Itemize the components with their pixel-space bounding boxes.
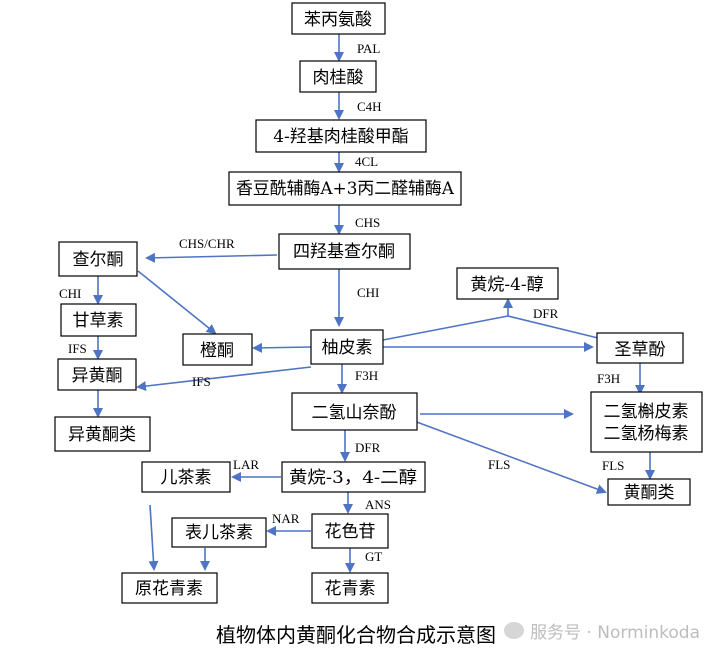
- watermark-text: 服务号 · Norminkoda: [530, 623, 700, 643]
- node-labels: 苯丙氨酸 肉桂酸 4-羟基肉桂酸甲酯 香豆酰辅酶A+3丙二醛辅酶A 四羟基查尔酮…: [68, 10, 689, 599]
- enzyme-c4h: C4H: [357, 99, 382, 114]
- arrows: [93, 34, 655, 573]
- node-box-epicatechin: [171, 517, 267, 548]
- node-box-flavan4ol: [456, 267, 559, 300]
- node-box-proanthocyanidin: [121, 572, 218, 604]
- node-box-chalcone: [58, 241, 138, 277]
- enzyme-dfr-mid: DFR: [355, 440, 381, 455]
- wechat-logo-icon: [504, 622, 525, 639]
- node-box-isoflavonoids: [54, 416, 151, 452]
- node-box-dihydroquercetin: [590, 391, 703, 453]
- enzyme-chi-left: CHI: [59, 286, 81, 301]
- watermark: 服务号 · Norminkoda: [504, 618, 700, 643]
- arrow-tet-chal: [145, 252, 278, 263]
- arrow-nar-branch: [382, 315, 509, 341]
- node-dihydrokaempferol: 二氢山奈酚: [312, 403, 397, 423]
- node-phenylalanine: 苯丙氨酸: [304, 10, 372, 30]
- node-proanthocyanidin: 原花青素: [135, 579, 203, 599]
- node-anthocyanidin: 花色苷: [325, 522, 376, 542]
- arrow-nar-aur: [252, 342, 312, 353]
- node-box-flavonols: [607, 478, 691, 506]
- arrow-cat-pro: [148, 504, 159, 571]
- node-dihydromyricetin: 二氢杨梅素: [604, 424, 689, 444]
- enzyme-gt: GT: [365, 549, 382, 564]
- node-box-isoflavone: [57, 358, 137, 391]
- node-box-anthocyanin: [311, 572, 389, 604]
- enzyme-pal: PAL: [357, 41, 380, 56]
- node-box-tetrahydroxychalcone: [278, 233, 411, 270]
- node-anthocyanin: 花青素: [325, 579, 376, 599]
- enzyme-chi-main: CHI: [357, 285, 379, 300]
- node-hydroxycinnamoyl: 4-羟基肉桂酸甲酯: [273, 127, 409, 147]
- node-liquiritigenin: 甘草素: [73, 311, 124, 331]
- node-naringenin: 柚皮素: [322, 338, 373, 358]
- arrow-dhk-flav: [413, 420, 607, 494]
- node-box-leucoanthocyanidin: [281, 461, 426, 493]
- node-box-phenylalanine: [291, 2, 386, 35]
- enzyme-4cl: 4CL: [355, 154, 378, 169]
- enzyme-chs: CHS: [355, 215, 380, 230]
- node-box-catechin: [141, 461, 231, 493]
- enzyme-fls-right: FLS: [602, 458, 624, 473]
- node-box-dihydrokaempferol: [291, 392, 418, 431]
- node-chalcone: 查尔酮: [73, 250, 124, 270]
- enzyme-labels: PAL C4H 4CL CHS CHS/CHR CHI CHI IFS IFS …: [59, 41, 624, 564]
- node-isoflavonoids: 异黄酮类: [68, 425, 136, 445]
- node-box-cinnamic-acid: [299, 60, 377, 93]
- enzyme-ans: ANS: [365, 497, 391, 512]
- node-tetrahydroxychalcone: 四羟基查尔酮: [293, 242, 395, 262]
- arrow-nar-iso: [136, 366, 312, 392]
- enzyme-lar: LAR: [233, 457, 259, 472]
- node-eriodictyol: 圣草酚: [615, 340, 666, 360]
- arrow-branch-eri: [507, 315, 599, 339]
- enzyme-ifs-left: IFS: [68, 341, 87, 356]
- enzyme-chs-chr: CHS/CHR: [179, 236, 235, 251]
- node-box-anthocyanidin: [311, 513, 389, 549]
- node-boxes: [54, 2, 703, 604]
- node-dihydroquercetin: 二氢槲皮素: [604, 402, 689, 422]
- node-box-coumaroyl-coa: [228, 171, 462, 206]
- node-epicatechin: 表儿茶素: [185, 523, 253, 543]
- node-box-liquiritigenin: [60, 303, 137, 337]
- node-leucoanthocyanidin: 黄烷-3，4-二醇: [289, 468, 417, 488]
- diagram-caption: 植物体内黄酮化合物合成示意图: [216, 623, 496, 647]
- node-box-hydroxycinnamoyl: [255, 119, 427, 153]
- node-aurone: 橙酮: [200, 341, 234, 361]
- node-coumaroyl-coa: 香豆酰辅酶A+3丙二醛辅酶A: [236, 179, 455, 199]
- enzyme-f3h-mid: F3H: [355, 368, 378, 383]
- node-box-aurone: [182, 333, 253, 366]
- node-box-eriodictyol: [596, 332, 684, 364]
- node-cinnamic-acid: 肉桂酸: [313, 68, 364, 88]
- enzyme-ifs-mid: IFS: [192, 374, 211, 389]
- node-catechin: 儿茶素: [161, 468, 212, 488]
- node-isoflavone: 异黄酮: [72, 366, 123, 386]
- node-flavan4ol: 黄烷-4-醇: [470, 275, 543, 295]
- enzyme-f3h-right: F3H: [597, 371, 620, 386]
- enzyme-nar: NAR: [272, 511, 300, 526]
- enzyme-fls-mid: FLS: [488, 457, 510, 472]
- arrow-chal-aur: [137, 270, 217, 335]
- enzyme-dfr-top: DFR: [533, 306, 559, 321]
- node-flavonols: 黄酮类: [624, 483, 675, 503]
- node-box-naringenin: [310, 329, 384, 365]
